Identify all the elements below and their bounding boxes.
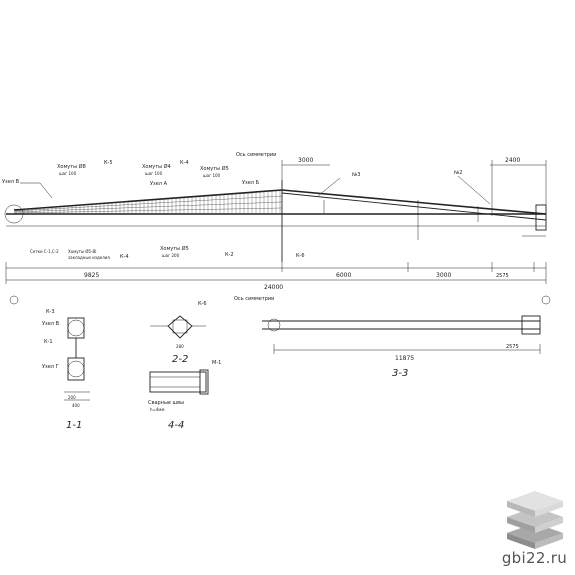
label-k5: К-5 [104, 160, 113, 166]
label-loops1: Хомуты Ø8 [57, 163, 86, 170]
label-loops4: Хомуты Ø4 [142, 163, 171, 170]
sec11-k1: К-1 [44, 339, 53, 345]
dim-9825: 9825 [84, 272, 99, 279]
sec33-dim-2575: 2575 [506, 344, 519, 350]
label-loops1-step: шаг 100 [59, 171, 77, 176]
label-node-b: Узел Б [242, 180, 260, 186]
sec11-w200: 200 [68, 395, 76, 400]
label-loops2-step: шаг 100 [203, 173, 221, 178]
label-k2: К-2 [225, 252, 234, 258]
dim-6000: 6000 [336, 272, 351, 279]
label-node-a: Узел А [150, 181, 168, 187]
dim-3000: 3000 [436, 272, 451, 279]
label-rods2: Хомуты Ø5-ВI [68, 249, 96, 254]
section-1-1: Узел В К-1 К-3 Узел Г 200 400 1-1 [42, 309, 90, 431]
sec33-dim-11875: 11875 [395, 355, 414, 362]
section-3-3: Ось симметрии 11875 2575 3-3 [234, 296, 541, 379]
label-k4-low: К-4 [120, 254, 129, 260]
leader-n2 [457, 175, 491, 205]
sec11-node-v: Узел В [42, 321, 60, 327]
label-loops4-step: шаг 100 [145, 171, 163, 176]
label-loops2: Хомуты Ø5 [200, 165, 229, 172]
sec44-welded: Сварные швы [148, 400, 184, 406]
site-watermark: gbi22.ru [501, 549, 567, 567]
sec22-k6: К-6 [198, 301, 207, 307]
label-n2: №2 [454, 170, 462, 176]
label-note: закладные изделия [68, 255, 110, 260]
sec44-welded-sub: h=4мм [150, 407, 164, 412]
right-support [535, 204, 547, 231]
label-k6: К-6 [296, 253, 305, 259]
section-4-4: М-1 Сварные швы h=4мм 4-4 [148, 360, 221, 431]
label-rods: Сетки С-1,С-2 [30, 249, 59, 254]
dim-3000-label: 3000 [298, 157, 313, 164]
label-loops3-step: шаг 200 [162, 253, 180, 258]
top-chord-right [281, 189, 547, 215]
stirrups-hatch [13, 190, 283, 214]
label-node-v: Узел В [2, 179, 20, 185]
top-chord-right-inner [281, 192, 547, 221]
sec11-k3: К-3 [46, 309, 55, 315]
beam-elevation: Узел В Узел А Узел Б Хомуты Ø8 шаг 100 К… [2, 152, 551, 305]
dim-ticks [5, 262, 547, 284]
sec11-title: 1-1 [66, 420, 82, 431]
sec33-title: 3-3 [392, 368, 408, 379]
dim-2575: 2575 [496, 273, 509, 279]
dim-2400-label: 2400 [505, 157, 520, 164]
label-top-axis: Ось симметрии [236, 152, 276, 158]
sec44-m1: М-1 [212, 360, 221, 366]
sec11-node-g: Узел Г [42, 364, 59, 370]
sec33-axis-label: Ось симметрии [234, 296, 274, 302]
sec11-w400: 400 [72, 403, 80, 408]
sec22-w280: 280 [176, 344, 184, 349]
gbi22-logo-icon [507, 491, 563, 549]
sec44-title: 4-4 [168, 420, 184, 431]
section-2-2: К-6 280 2-2 [150, 301, 207, 365]
label-loops3: Хомуты Ø5 [160, 245, 189, 252]
label-k4: К-4 [180, 160, 189, 166]
label-n3: №3 [352, 172, 360, 178]
leader-n3 [317, 177, 341, 197]
dim-24000: 24000 [264, 284, 283, 291]
sec22-title: 2-2 [172, 354, 188, 365]
